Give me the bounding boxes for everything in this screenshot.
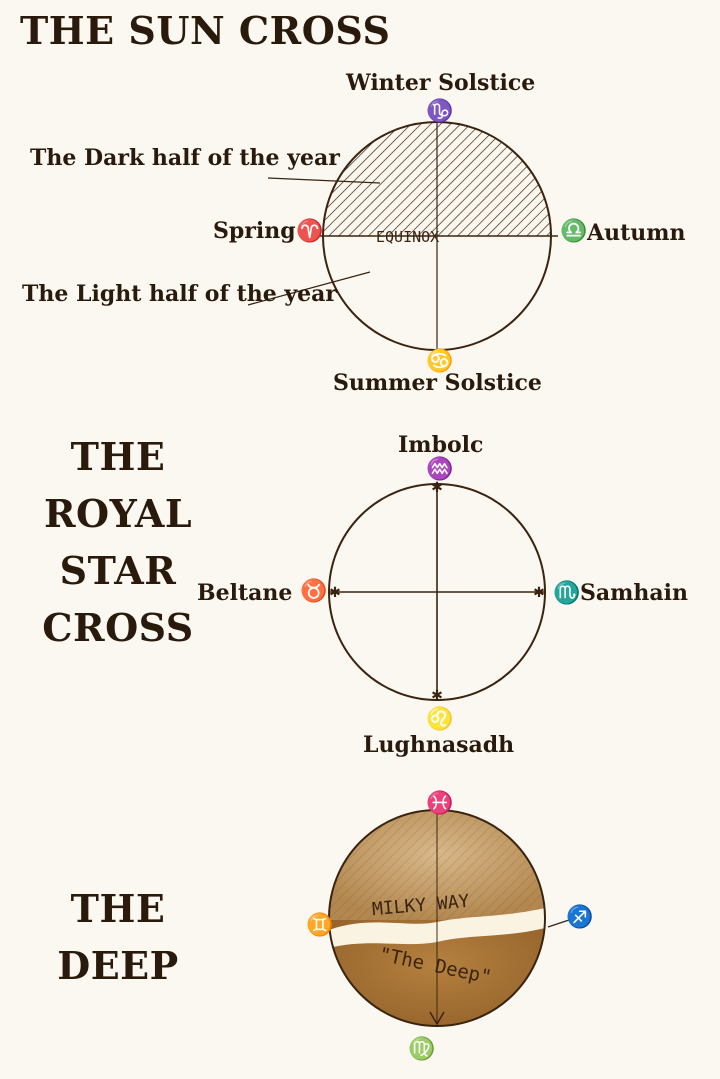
- royal-title-line-4: CROSS: [38, 599, 198, 656]
- royal-title-line-2: ROYAL: [38, 485, 198, 542]
- autumn-label: Autumn: [587, 220, 686, 246]
- deep-title-line-2: DEEP: [38, 937, 198, 994]
- imbolc-label: Imbolc: [398, 432, 483, 458]
- the-deep-title: THE DEEP: [38, 880, 198, 994]
- aries-icon: ♈: [296, 218, 323, 244]
- leo-icon: ♌: [426, 706, 453, 732]
- royal-star-cross-diagram: ✱ ✱ ✱ ✱: [329, 480, 545, 704]
- dark-half-label: The Dark half of the year: [30, 145, 340, 171]
- the-deep-diagram: [329, 810, 572, 1030]
- winter-solstice-label: Winter Solstice: [346, 70, 535, 96]
- royal-title-line-3: STAR: [38, 542, 198, 599]
- lughnasadh-label: Lughnasadh: [363, 732, 514, 758]
- royal-title-line-1: THE: [38, 428, 198, 485]
- pisces-icon: ♓: [426, 790, 453, 816]
- virgo-icon: ♍: [408, 1036, 435, 1062]
- scorpio-icon: ♏: [553, 580, 580, 606]
- star-marker-left: ✱: [329, 585, 341, 601]
- spring-label: Spring: [213, 218, 296, 244]
- star-marker-top: ✱: [431, 480, 443, 496]
- summer-solstice-label: Summer Solstice: [333, 370, 542, 396]
- libra-icon: ♎: [560, 218, 587, 244]
- sagittarius-icon: ♐: [566, 904, 593, 930]
- equinox-label: EQUINOX: [376, 228, 439, 246]
- samhain-label: Samhain: [580, 580, 688, 606]
- capricorn-icon: ♑: [426, 98, 453, 124]
- royal-star-cross-title: THE ROYAL STAR CROSS: [38, 428, 198, 656]
- deep-title-line-1: THE: [38, 880, 198, 937]
- star-marker-bottom: ✱: [431, 688, 443, 704]
- sun-cross-title: THE SUN CROSS: [20, 8, 390, 53]
- gemini-icon: ♊: [306, 912, 333, 938]
- light-half-label: The Light half of the year: [22, 281, 337, 307]
- taurus-icon: ♉: [300, 578, 327, 604]
- aquarius-icon: ♒: [426, 456, 453, 482]
- beltane-label: Beltane: [197, 580, 292, 606]
- star-marker-right: ✱: [533, 585, 545, 601]
